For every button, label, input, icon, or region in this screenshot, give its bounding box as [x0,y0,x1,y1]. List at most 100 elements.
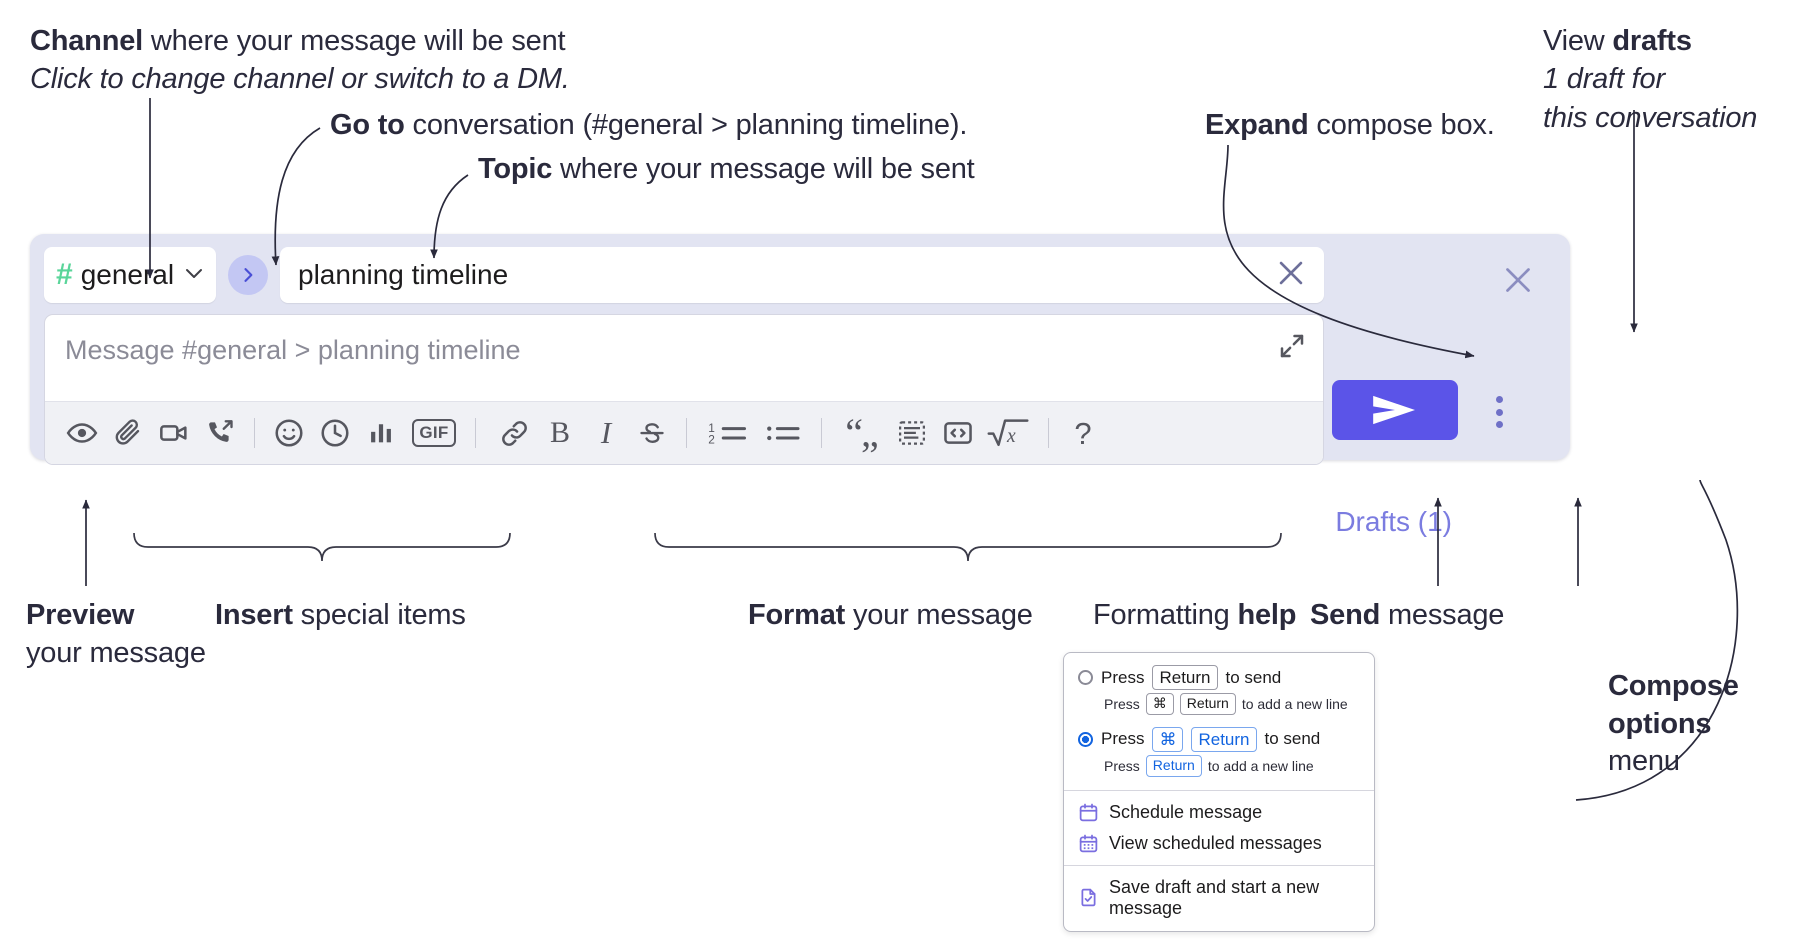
annotation-channel-sub: Click to change channel or switch to a D… [30,63,570,96]
ordered-list-icon[interactable]: 1 2 [698,410,756,456]
annotation-goto: Go to conversation (#general > planning … [330,106,967,144]
annotation-preview-bold: Preview [26,599,135,631]
preview-icon[interactable] [59,410,105,456]
annotation-send-bold: Send [1310,599,1381,631]
annotation-drafts-bold: drafts [1612,25,1692,57]
compose-options-menu: Press Return to send Press ⌘ Return to a… [1063,652,1375,932]
annotation-channel-rest: where your message will be sent [143,25,566,57]
message-input[interactable]: Message #general > planning timeline [45,315,1323,401]
attachment-paperclip-icon[interactable] [105,410,151,456]
menu-radio-option-return[interactable]: Press Return to send [1064,663,1374,692]
math-sqrt-icon[interactable]: x [981,410,1037,456]
clock-icon[interactable] [312,410,358,456]
kbd-command: ⌘ [1145,693,1174,715]
annotation-preview: Preview your message [26,596,226,673]
bold-icon[interactable]: B [549,416,570,449]
video-camera-icon[interactable] [151,410,197,456]
menu-option1-pre: Press [1101,667,1145,687]
topic-input[interactable]: planning timeline [280,247,1324,303]
close-icon[interactable] [1274,256,1308,295]
calendar-grid-icon [1079,834,1098,852]
annotation-send: Send message [1310,596,1504,634]
menu-divider [1064,789,1374,791]
channel-selector[interactable]: # general [44,247,216,303]
send-button[interactable] [1332,380,1458,440]
annotation-help-bold: help [1237,599,1297,631]
annotation-drafts: View drafts 1 draft for this conversatio… [1543,22,1805,137]
annotation-preview-rest: your message [26,637,206,670]
strikethrough-icon[interactable] [629,410,675,456]
menu-item-view-scheduled-messages[interactable]: View scheduled messages [1064,831,1374,865]
hash-icon: # [56,258,73,291]
document-check-icon [1081,888,1096,907]
compose-panel: # general planning timeline Message #gen… [30,234,1570,537]
annotation-format-rest: your message [845,599,1033,631]
menu-option2-sub-pre: Press [1104,757,1140,774]
code-block-icon[interactable] [889,410,935,456]
menu-option1-sub-post: to add a new line [1241,696,1348,712]
annotation-insert: Insert special items [215,596,466,634]
menu-item-save-draft[interactable]: Save draft and start a new message [1064,866,1374,931]
bulleted-list-icon[interactable] [756,410,810,456]
kbd-return: Return [1145,755,1202,777]
svg-text:2: 2 [708,433,715,447]
annotation-goto-rest: conversation (#general > planning timeli… [404,109,968,141]
menu-item-schedule-message[interactable]: Schedule message [1064,791,1374,831]
annotation-compose-options-bold2: options [1608,707,1712,740]
compose-inner: # general planning timeline Message #gen… [44,246,1324,465]
emoji-smiley-icon[interactable] [266,410,312,456]
italic-icon[interactable]: I [600,415,612,450]
blockquote-icon[interactable]: “„ [845,410,878,455]
menu-option1-post: to send [1225,667,1282,687]
formatting-toolbar: GIF B I [45,401,1323,464]
help-question-label: ? [1074,415,1092,451]
menu-divider [1064,864,1374,866]
drafts-link[interactable]: Drafts (1) [1335,506,1452,537]
message-box: Message #general > planning timeline [44,314,1324,465]
svg-text:x: x [1006,426,1016,447]
annotation-topic: Topic where your message will be sent [478,150,975,188]
annotation-channel: Channel where your message will be sent … [30,22,650,99]
compose-options-button[interactable] [1482,392,1516,432]
menu-option2-post: to send [1264,729,1321,749]
annotation-topic-rest: where your message will be sent [552,153,975,185]
menu-item-label: View scheduled messages [1109,832,1322,853]
channel-name: general [80,259,175,290]
menu-radio-option-cmd-return[interactable]: Press ⌘ Return to send [1064,725,1374,754]
vertical-dots-icon [1495,396,1503,403]
annotation-insert-bold: Insert [215,599,293,631]
bar-chart-icon[interactable] [358,410,404,456]
help-question-icon[interactable]: ? [1060,410,1106,456]
message-placeholder: Message #general > planning timeline [65,335,521,365]
annotation-send-rest: message [1380,599,1505,631]
annotation-compose-options-rest: menu [1608,745,1680,778]
menu-option1-sub-pre: Press [1104,696,1140,712]
radio-selected-icon[interactable] [1078,731,1093,747]
expand-icon[interactable] [1277,331,1307,366]
menu-option1-sub: Press ⌘ Return to add a new line [1064,692,1374,719]
menu-option2-pre: Press [1101,729,1145,749]
radio-unselected-icon[interactable] [1078,670,1093,686]
menu-item-label: Schedule message [1109,801,1263,822]
inline-code-icon[interactable] [935,410,981,456]
vertical-dots-icon [1495,408,1503,416]
vertical-dots-icon [1495,421,1503,428]
close-icon[interactable] [1500,262,1536,303]
send-paper-plane-icon [1373,395,1415,425]
phone-outgoing-icon[interactable] [197,410,243,456]
toolbar-divider [254,418,255,448]
menu-option2-sub-post: to add a new line [1207,757,1314,774]
goto-conversation-button[interactable] [228,255,268,295]
kbd-return: Return [1152,665,1218,691]
calendar-schedule-icon [1079,803,1098,821]
toolbar-divider [821,418,822,448]
link-icon[interactable] [491,410,537,456]
annotation-format: Format your message [748,596,1033,634]
annotation-format-bold: Format [748,599,846,631]
kbd-command: ⌘ [1152,726,1184,752]
annotation-expand: Expand compose box. [1205,106,1495,144]
menu-item-label: Save draft and start a new message [1109,876,1320,918]
gif-icon[interactable]: GIF [404,410,464,456]
annotation-compose-options-bold1: Compose [1608,670,1739,702]
annotation-topic-bold: Topic [478,153,553,185]
